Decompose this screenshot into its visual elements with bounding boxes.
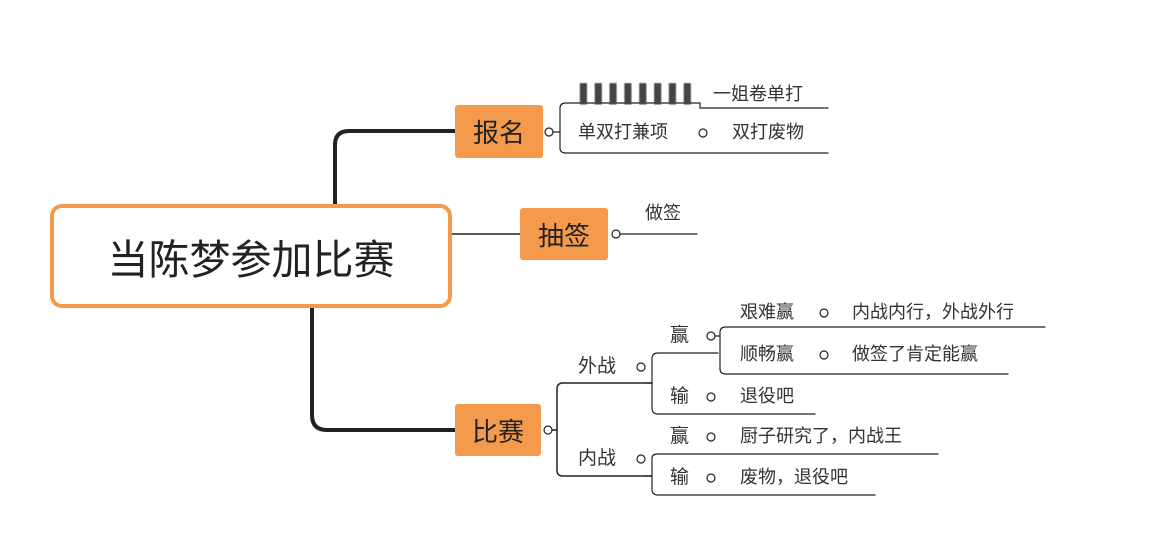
away-win-label[interactable]: 赢	[670, 324, 690, 346]
match-home-label[interactable]: 内战	[578, 447, 617, 469]
home-win-label[interactable]: 赢	[670, 425, 690, 447]
node-match[interactable]: 比赛	[455, 404, 541, 456]
away-win-easy-leaf[interactable]: 做签了肯定能赢	[852, 344, 978, 365]
home-win-leaf[interactable]: 厨子研究了，内战王	[740, 426, 902, 447]
draw-leaf[interactable]: 做签	[645, 203, 681, 224]
away-win-hard-leaf[interactable]: 内战内行，外战外行	[852, 302, 1014, 323]
signup-child-1-leaf[interactable]: 一姐卷单打	[713, 84, 803, 105]
signup-child-2-leaf[interactable]: 双打废物	[732, 122, 804, 143]
away-win-easy-label[interactable]: 顺畅赢	[740, 344, 794, 365]
node-draw[interactable]: 抽签	[520, 208, 608, 260]
away-win-hard-label[interactable]: 艰难赢	[740, 302, 794, 323]
home-lose-leaf[interactable]: 废物，退役吧	[740, 467, 848, 488]
root-node[interactable]: 当陈梦参加比赛	[50, 204, 452, 308]
away-lose-label[interactable]: 输	[670, 385, 690, 407]
away-lose-leaf[interactable]: 退役吧	[740, 386, 794, 407]
signup-child-2-label[interactable]: 单双打兼项	[578, 122, 668, 143]
home-lose-label[interactable]: 输	[670, 466, 690, 488]
node-signup[interactable]: 报名	[455, 105, 543, 158]
signup-child-1-label[interactable]: ▌▌▌▌▌▌▌▌	[580, 84, 699, 105]
match-away-label[interactable]: 外战	[578, 355, 617, 377]
